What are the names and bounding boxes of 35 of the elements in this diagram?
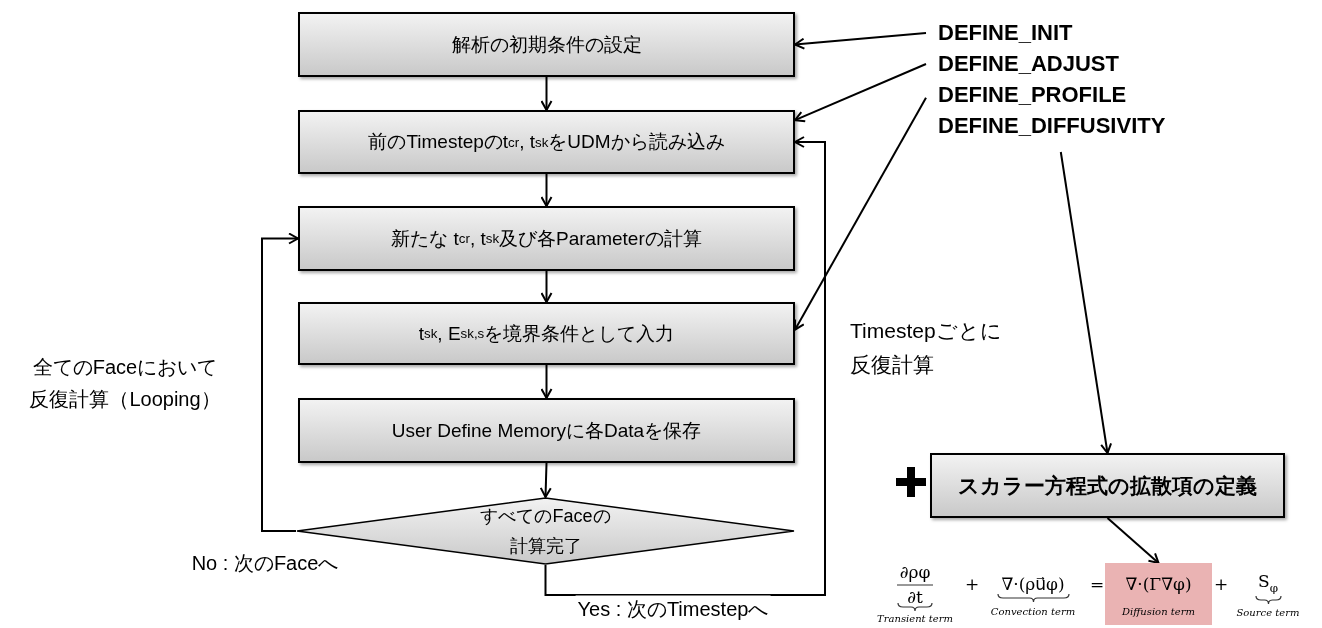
term-label: Transient term <box>877 612 953 624</box>
process-box: スカラー方程式の拡散項の定義 <box>930 453 1285 518</box>
arrow <box>540 364 553 399</box>
arrow <box>794 63 927 123</box>
function-name: DEFINE_INIT <box>938 19 1073 47</box>
annotation-text: 全てのFaceにおいて反復計算（Looping） <box>28 355 222 412</box>
formula-term: ∂t <box>907 587 923 607</box>
arrow <box>1106 517 1160 564</box>
function-name: DEFINE_PROFILE <box>938 81 1127 109</box>
arrow <box>1059 151 1113 454</box>
arrow <box>540 76 553 111</box>
term-label: Diffusion term <box>1122 605 1195 617</box>
diamond-label: すべてのFaceの計算完了 <box>479 505 612 558</box>
arrow <box>261 232 299 532</box>
arrow <box>539 462 552 498</box>
operator-sign: = <box>1089 574 1105 594</box>
formula-term: ∂ρφ <box>899 562 931 582</box>
term-label: Convection term <box>990 605 1076 617</box>
arrow <box>540 270 553 303</box>
process-box: User Define Memoryに各Dataを保存 <box>298 398 795 463</box>
function-name: DEFINE_DIFFUSIVITY <box>938 112 1166 140</box>
annotation-text: Timestepごとに反復計算 <box>850 318 1003 378</box>
function-name: DEFINE_ADJUST <box>938 50 1119 78</box>
arrow <box>794 96 927 331</box>
formula-term: ∇·(Γ∇φ) <box>1125 574 1192 594</box>
term-label: Source term <box>1236 606 1300 618</box>
arrow <box>544 136 826 596</box>
arrow <box>540 173 553 207</box>
operator-sign: + <box>1213 574 1229 594</box>
arrow <box>794 32 927 50</box>
formula-term: S$_{φ}$ <box>1258 571 1278 595</box>
formula-term: ∇·(ρu⃗φ) <box>1001 574 1065 594</box>
operator-sign: + <box>964 574 980 594</box>
process-box: 解析の初期条件の設定 <box>298 12 795 77</box>
highlight-box <box>1105 563 1212 625</box>
